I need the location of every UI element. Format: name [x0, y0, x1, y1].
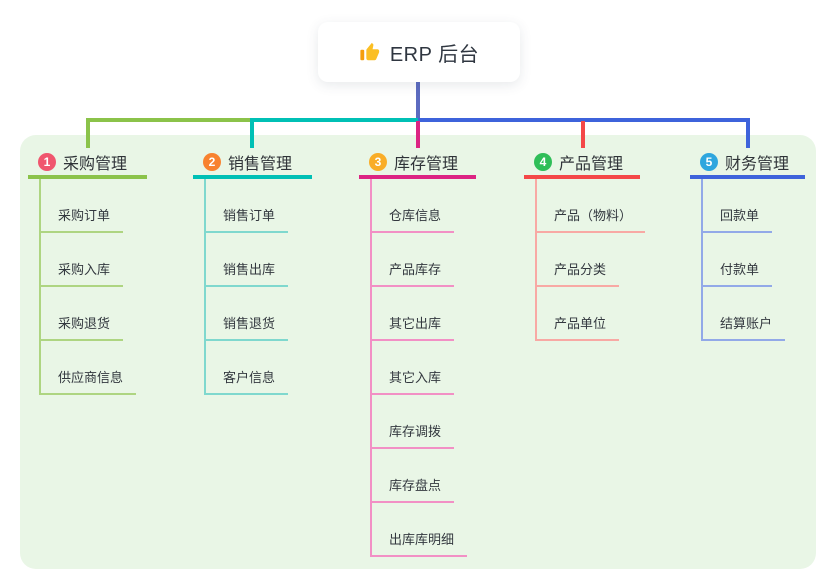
child-node[interactable]: 其它入库 — [372, 341, 455, 395]
child-label: 付款单 — [720, 262, 760, 277]
connector-drop-inventory — [416, 121, 420, 148]
branch-children-inventory: 仓库信息产品库存其它出库其它入库库存调拨库存盘点出库库明细 — [370, 179, 476, 557]
child-label: 产品单位 — [554, 316, 607, 331]
branch-title: 库存管理 — [394, 155, 459, 173]
connector-drop-finance — [746, 118, 750, 148]
child-node[interactable]: 销售退货 — [206, 287, 289, 341]
child-label: 产品（物料） — [554, 208, 633, 223]
root-title: ERP 后台 — [389, 43, 480, 66]
child-label: 采购退货 — [58, 316, 111, 331]
child-label: 供应商信息 — [58, 370, 124, 385]
child-node[interactable]: 客户信息 — [206, 341, 289, 395]
branch-node-purchase[interactable]: 1 采购管理 — [28, 148, 147, 179]
child-label: 结算账户 — [720, 316, 773, 331]
child-node[interactable]: 供应商信息 — [41, 341, 137, 395]
branch-number-badge: 4 — [534, 152, 552, 171]
child-label: 其它入库 — [389, 370, 442, 385]
connector-bus-teal — [250, 118, 418, 122]
connector-drop-purchase — [86, 118, 90, 148]
branch-number-badge: 1 — [38, 152, 56, 171]
branch-node-product[interactable]: 4 产品管理 — [524, 148, 640, 179]
child-node[interactable]: 结算账户 — [703, 287, 786, 341]
child-node[interactable]: 产品（物料） — [537, 179, 646, 233]
child-node[interactable]: 其它出库 — [372, 287, 455, 341]
child-node[interactable]: 采购订单 — [41, 179, 124, 233]
branch-title: 产品管理 — [559, 155, 624, 173]
child-node[interactable]: 销售出库 — [206, 233, 289, 287]
child-node[interactable]: 销售订单 — [206, 179, 289, 233]
child-node[interactable]: 出库库明细 — [372, 503, 468, 557]
child-label: 客户信息 — [223, 370, 276, 385]
child-node[interactable]: 付款单 — [703, 233, 773, 287]
child-label: 销售出库 — [223, 262, 276, 277]
branch-children-sales: 销售订单销售出库销售退货客户信息 — [204, 179, 312, 395]
branch-children-purchase: 采购订单采购入库采购退货供应商信息 — [39, 179, 147, 395]
branch-number-badge: 5 — [700, 152, 718, 171]
branch-inventory: 3 库存管理仓库信息产品库存其它出库其它入库库存调拨库存盘点出库库明细 — [359, 148, 476, 557]
branch-node-sales[interactable]: 2 销售管理 — [193, 148, 312, 179]
branch-number-badge: 3 — [369, 152, 387, 171]
branch-purchase: 1 采购管理采购订单采购入库采购退货供应商信息 — [28, 148, 147, 395]
child-node[interactable]: 仓库信息 — [372, 179, 455, 233]
child-label: 其它出库 — [389, 316, 442, 331]
child-node[interactable]: 库存调拨 — [372, 395, 455, 449]
child-label: 产品库存 — [389, 262, 442, 277]
branch-number-badge: 2 — [203, 152, 221, 171]
child-label: 采购订单 — [58, 208, 111, 223]
branch-node-inventory[interactable]: 3 库存管理 — [359, 148, 476, 179]
child-node[interactable]: 采购退货 — [41, 287, 124, 341]
branch-title: 销售管理 — [228, 155, 293, 173]
branch-children-product: 产品（物料） 产品分类产品单位 — [535, 179, 646, 341]
child-label: 库存盘点 — [389, 478, 442, 493]
child-label: 产品分类 — [554, 262, 607, 277]
mindmap-background-panel — [20, 135, 816, 569]
child-node[interactable]: 库存盘点 — [372, 449, 455, 503]
root-node[interactable]: ERP 后台 — [318, 22, 520, 82]
connector-drop-product — [581, 121, 585, 148]
child-label: 销售订单 — [223, 208, 276, 223]
child-label: 出库库明细 — [389, 532, 455, 547]
branch-node-finance[interactable]: 5 财务管理 — [690, 148, 805, 179]
branch-title: 采购管理 — [63, 155, 128, 173]
thumbs-up-icon — [360, 42, 379, 61]
child-node[interactable]: 产品分类 — [537, 233, 620, 287]
child-node[interactable]: 回款单 — [703, 179, 773, 233]
connector-root-line — [416, 82, 420, 119]
connector-bus-green — [86, 118, 254, 122]
branch-product: 4 产品管理产品（物料） 产品分类产品单位 — [524, 148, 646, 341]
connector-drop-sales — [250, 118, 254, 148]
child-label: 仓库信息 — [389, 208, 442, 223]
child-label: 采购入库 — [58, 262, 111, 277]
branch-title: 财务管理 — [725, 155, 790, 173]
connector-bus-blue — [418, 118, 750, 122]
child-label: 回款单 — [720, 208, 760, 223]
branch-finance: 5 财务管理回款单付款单结算账户 — [690, 148, 805, 341]
child-node[interactable]: 产品库存 — [372, 233, 455, 287]
child-node[interactable]: 产品单位 — [537, 287, 620, 341]
child-node[interactable]: 采购入库 — [41, 233, 124, 287]
child-label: 销售退货 — [223, 316, 276, 331]
child-label: 库存调拨 — [389, 424, 442, 439]
branch-sales: 2 销售管理销售订单销售出库销售退货客户信息 — [193, 148, 312, 395]
branch-children-finance: 回款单付款单结算账户 — [701, 179, 805, 341]
